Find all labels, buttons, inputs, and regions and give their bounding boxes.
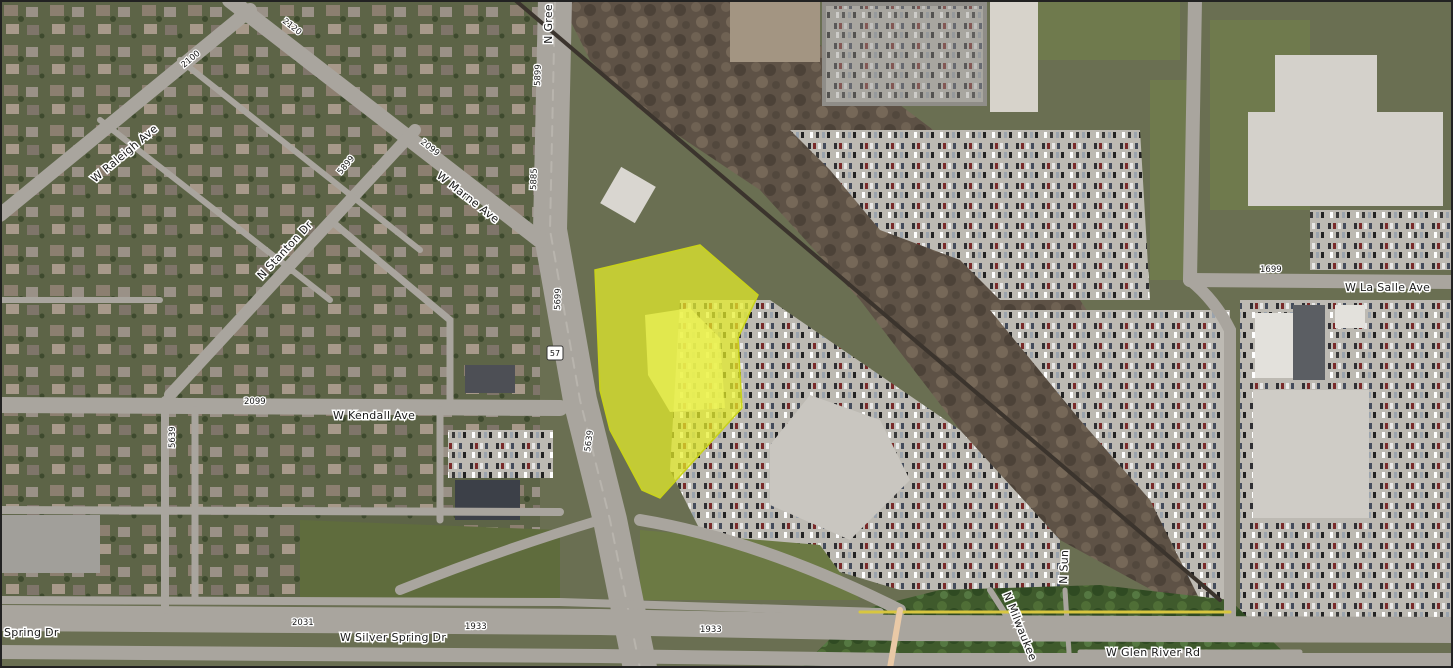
road-silver-spring — [0, 605, 1453, 643]
building-north-small — [600, 166, 656, 224]
road-ramp-west — [395, 515, 605, 595]
parking-lot-east — [990, 310, 1230, 600]
street-label-sun: N Sun — [1057, 550, 1071, 585]
road-ramp-east — [634, 514, 906, 616]
building-retail-center — [770, 395, 910, 540]
building-northeast-main — [1248, 112, 1443, 206]
address-label-5699: 5699 — [553, 288, 564, 310]
road-raleigh — [0, 3, 257, 222]
street-label-green-bay: N Gree — [542, 4, 555, 44]
grass-southwest-interchange — [640, 530, 860, 600]
building-east-large — [1253, 390, 1369, 518]
road-marne — [222, 0, 548, 248]
building-northeast-upper — [1275, 55, 1377, 113]
address-label-5639-left: 5639 — [168, 426, 178, 448]
parking-lot-northeast — [1310, 210, 1453, 270]
street-label-kendall: W Kendall Ave — [333, 409, 415, 422]
address-label-1699: 1699 — [1260, 265, 1282, 275]
parking-lot-central — [790, 130, 1150, 300]
road-east-vertical — [1183, 0, 1202, 287]
road-kendall — [0, 397, 568, 416]
street-label-glen-river: W Glen River Rd — [1106, 646, 1200, 659]
building-southwest — [2, 515, 100, 573]
road-stanton — [164, 124, 421, 401]
address-label-1933-right: 1933 — [700, 625, 722, 635]
highway-shield: 57 — [546, 345, 564, 361]
wooded-rail-corridor — [560, 0, 1220, 600]
street-label-silver-spring: W Silver Spring Dr — [340, 631, 446, 644]
railroad — [513, 0, 1222, 602]
street-label-spring-dr: Spring Dr — [4, 626, 59, 639]
parking-lot-kendall — [448, 430, 553, 478]
address-label-5885: 5885 — [529, 168, 540, 190]
dirt-lot — [730, 2, 820, 62]
building-east-small — [1255, 313, 1295, 378]
address-label-2031: 2031 — [292, 618, 314, 628]
address-label-5639-right: 5639 — [583, 430, 596, 453]
address-label-1933-left: 1933 — [465, 622, 487, 632]
street-label-la-salle: W La Salle Ave — [1345, 281, 1430, 294]
highlighted-building — [645, 308, 725, 412]
address-label-2099-kendall: 2099 — [244, 397, 266, 407]
building-kendall — [465, 365, 515, 393]
driveway-north — [990, 2, 1038, 112]
address-label-5899-green: 5899 — [533, 64, 544, 86]
highway-shield-number: 57 — [550, 349, 560, 358]
road-la-salle — [1183, 273, 1453, 289]
grass-field-north — [1038, 2, 1180, 60]
